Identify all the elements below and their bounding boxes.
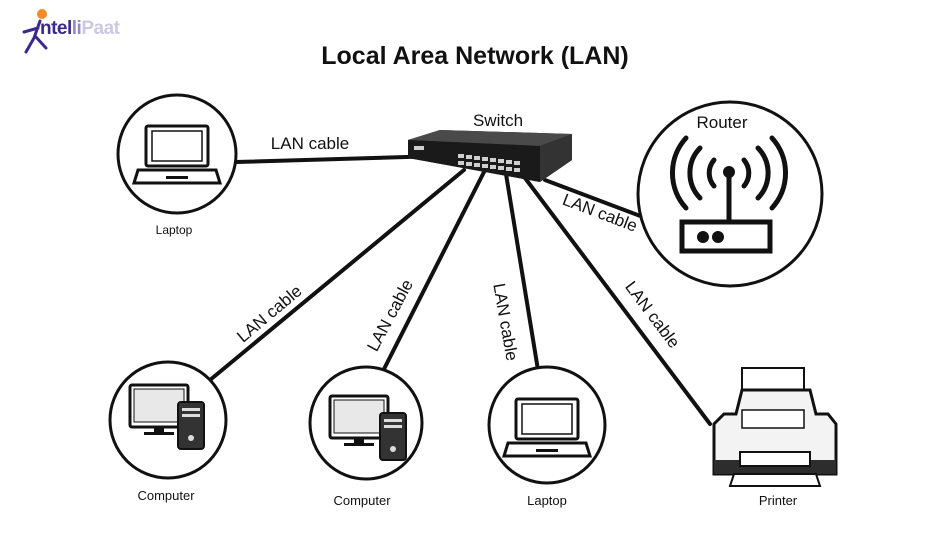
laptop-top-label: Laptop: [156, 223, 193, 237]
cable-printer: [520, 172, 712, 426]
diagram-title: Local Area Network (LAN): [321, 42, 629, 70]
switch-device: [408, 130, 572, 182]
router-icon: [670, 135, 788, 254]
laptop-icon: [501, 397, 593, 458]
cable-label-laptop-bottom: LAN cable: [489, 282, 521, 363]
cable-laptop-bottom: [504, 172, 540, 372]
cable-label-router: LAN cable: [560, 190, 640, 236]
laptop-bottom-node: [487, 365, 607, 485]
computer-mid-node: [308, 365, 424, 481]
computer-icon: [128, 383, 205, 450]
cable-label-laptop-top: LAN cable: [271, 134, 349, 153]
router-node: [636, 100, 824, 288]
router-label: Router: [696, 113, 747, 132]
switch-label: Switch: [473, 111, 523, 130]
logo-text: ntelliPaat: [40, 18, 120, 39]
printer-label: Printer: [759, 493, 798, 508]
computer-left-node: [108, 360, 228, 480]
cable-computer-left: [208, 168, 466, 382]
laptop-bottom-label: Laptop: [527, 493, 567, 508]
cable-computer-mid: [380, 170, 486, 375]
laptop-icon: [131, 124, 223, 185]
cable-label-computer-mid: LAN cable: [363, 276, 417, 354]
logo-figure-icon: [22, 9, 48, 54]
computer-icon: [328, 394, 407, 461]
cable-label-computer-left: LAN cable: [233, 281, 305, 346]
printer-icon: [712, 367, 838, 487]
laptop-top-node: [116, 93, 238, 215]
cable-laptop-top: [234, 154, 442, 164]
cable-label-printer: LAN cable: [621, 278, 683, 352]
intellipaat-logo: [18, 8, 143, 56]
computer-mid-label: Computer: [333, 493, 391, 508]
computer-left-label: Computer: [137, 488, 195, 503]
